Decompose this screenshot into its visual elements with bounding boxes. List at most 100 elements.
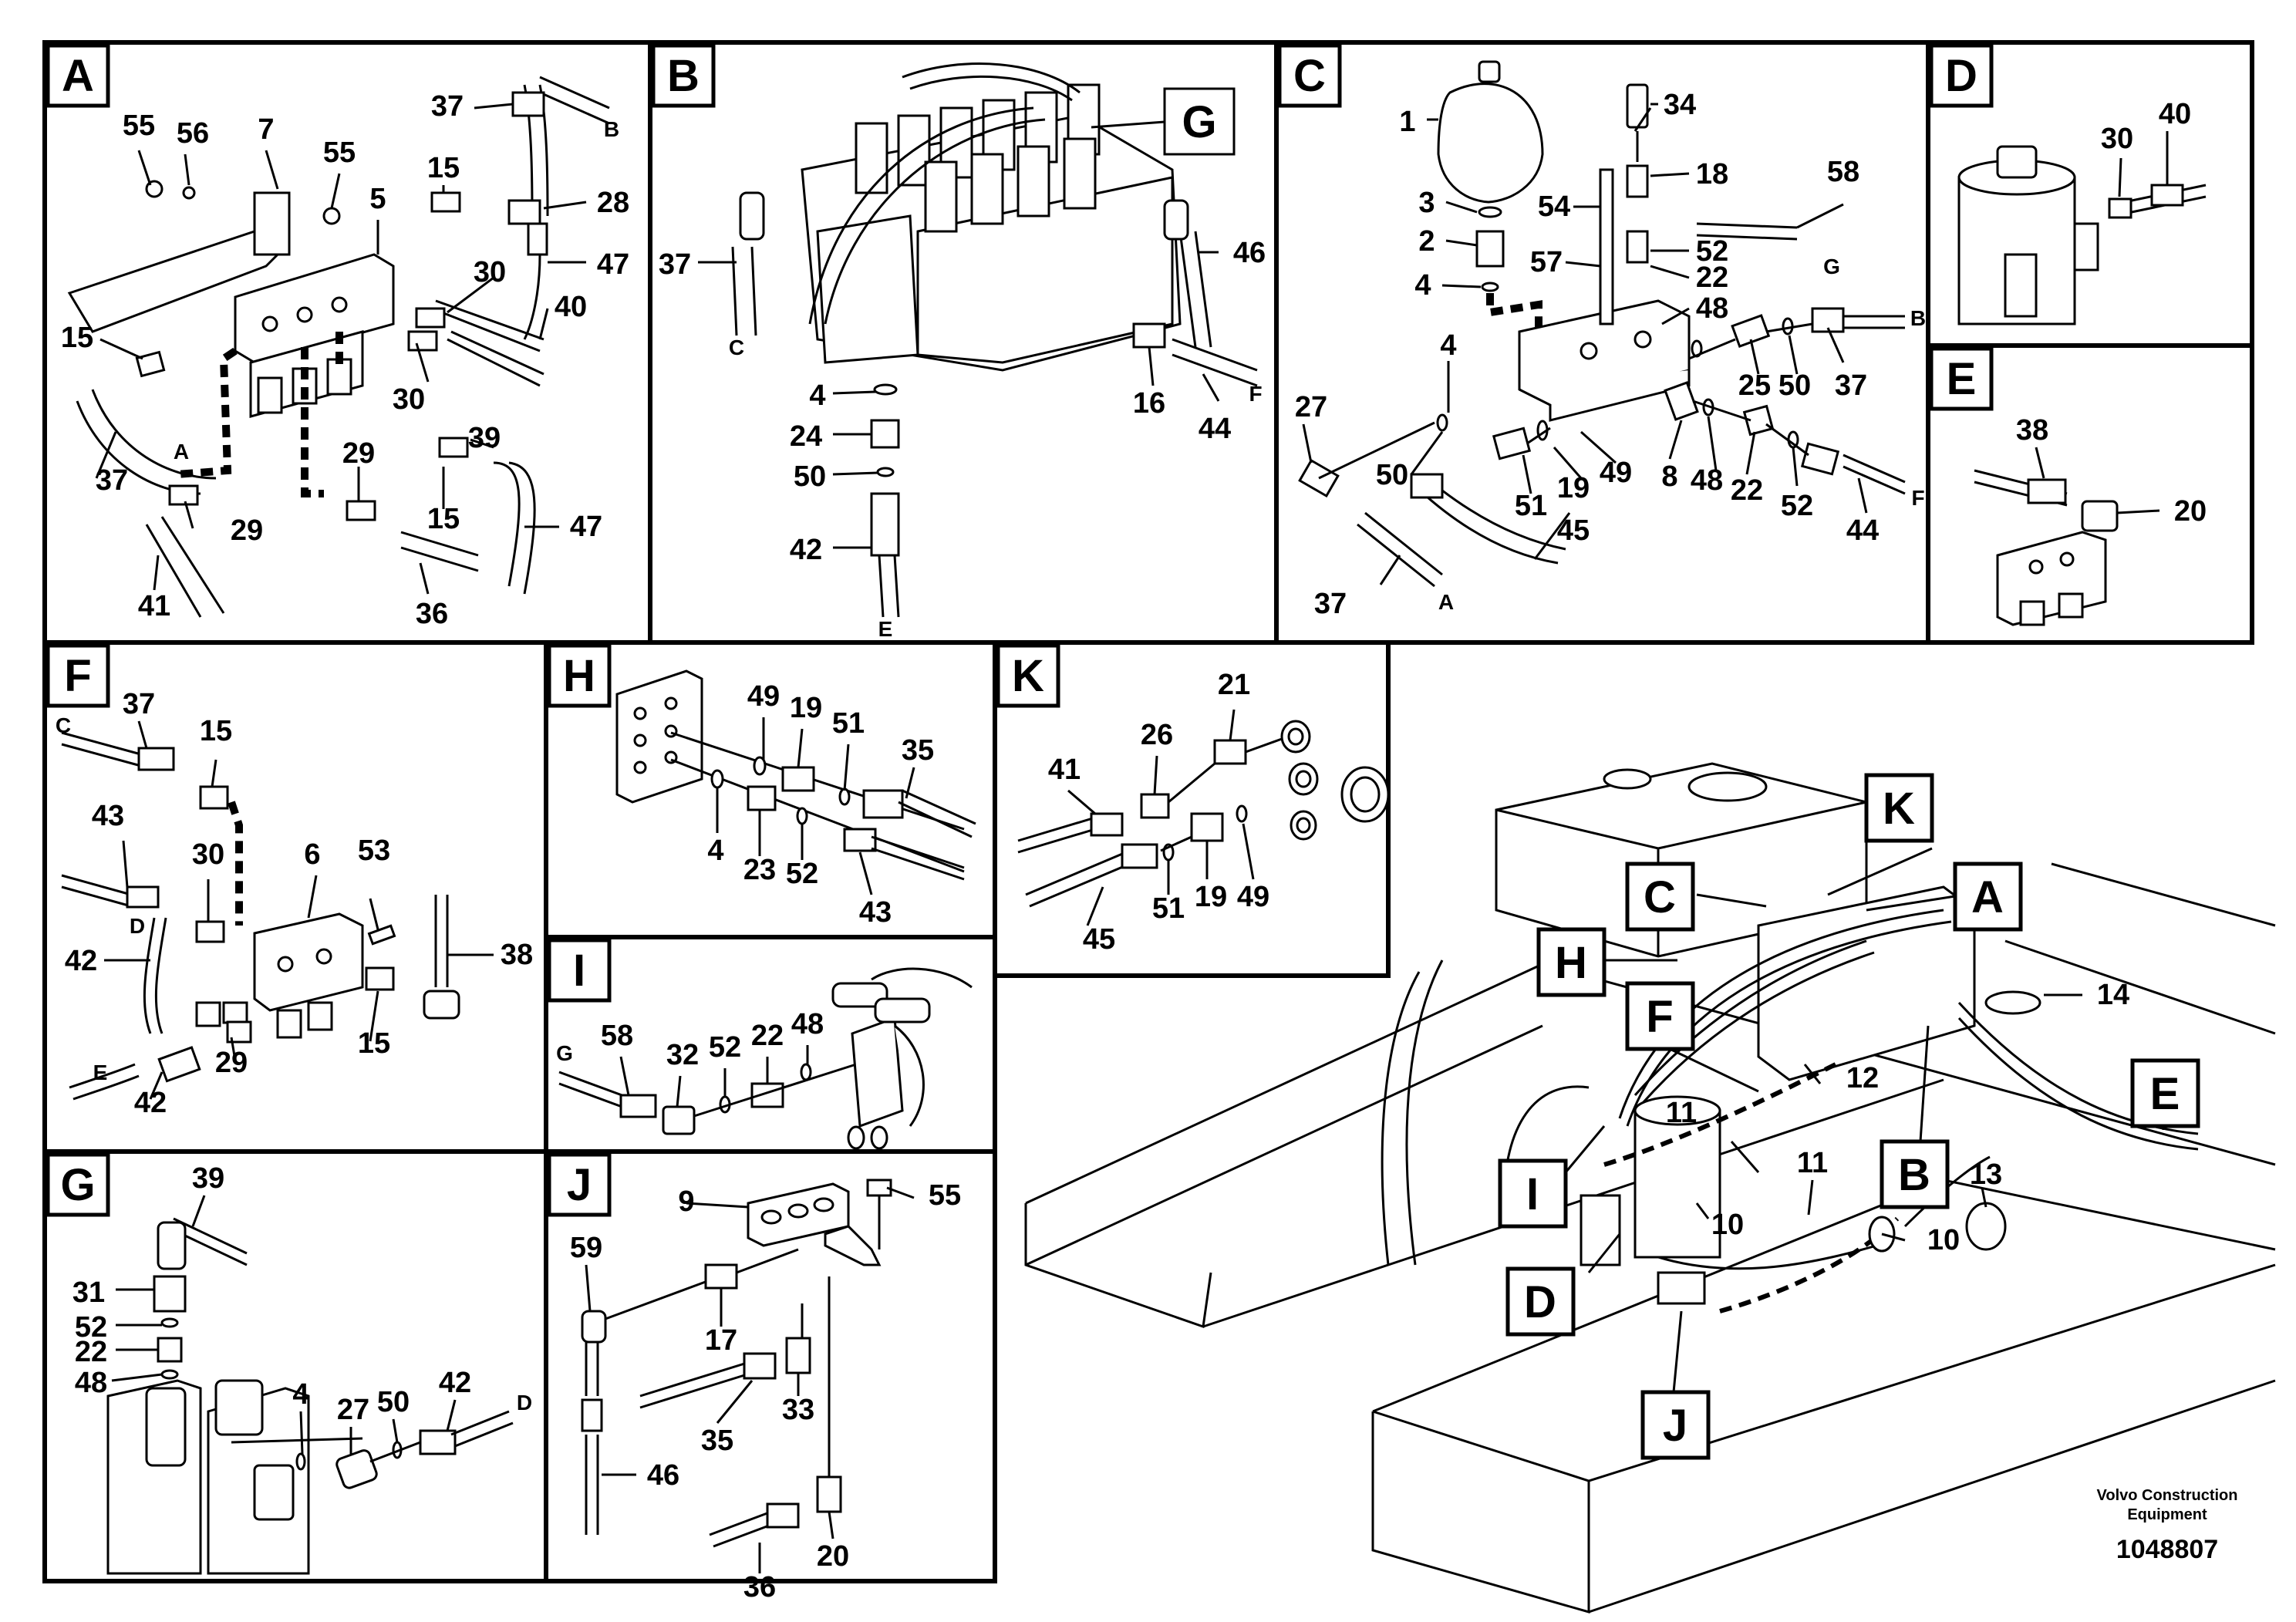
callout: 40 [555, 291, 587, 323]
callout: 35 [902, 734, 934, 767]
callout: 48 [75, 1367, 107, 1399]
panel-tag-e: E [1929, 346, 1994, 411]
callout: 34 [1664, 89, 1696, 121]
overview-tag-j: J [1640, 1390, 1711, 1460]
callout: 42 [134, 1087, 167, 1119]
panel-k-drawing: 21 26 41 45 51 19 49 [1017, 669, 1390, 956]
callout: 52 [1781, 490, 1813, 522]
hose-end-letter: A [174, 440, 189, 464]
callout: 36 [416, 598, 448, 630]
callout: 41 [138, 590, 170, 622]
callout: 30 [474, 256, 506, 288]
panel-f-drawing: 37 15 43 30 6 53 42 38 29 15 42 C D E [56, 688, 533, 1119]
callout: 46 [647, 1459, 679, 1492]
callout: 33 [782, 1394, 814, 1426]
callout: 13 [1970, 1158, 2002, 1191]
manufacturer-line1: Volvo Construction [2097, 1487, 2238, 1504]
panel-g-drawing: 39 31 52 22 48 4 27 50 42 D [72, 1162, 532, 1575]
overview-tag-h: H [1536, 927, 1607, 997]
panel-k-frame [993, 640, 1391, 978]
callout: 52 [786, 858, 818, 890]
overview-tag-d: D [1505, 1266, 1576, 1337]
center-swivel [1633, 1109, 1721, 1259]
callout: 41 [1048, 754, 1081, 786]
callout: 35 [701, 1425, 733, 1457]
callout: 29 [231, 514, 263, 547]
callout: 37 [431, 90, 464, 123]
callout: 29 [342, 437, 375, 470]
callout: 36 [743, 1571, 776, 1603]
hose-end-letter: E [93, 1061, 108, 1084]
callout: 52 [75, 1311, 107, 1344]
callout: 58 [601, 1020, 633, 1052]
panel-tag-a: A [46, 43, 110, 108]
panel-tag-j: J [547, 1152, 612, 1217]
callout: 21 [1218, 669, 1250, 701]
hose-end-letter: A [1438, 590, 1454, 614]
callout: 12 [1846, 1062, 1879, 1094]
callout: 40 [2159, 98, 2191, 130]
callout: 42 [790, 534, 822, 566]
callout: 49 [747, 680, 780, 713]
callout: 17 [705, 1324, 737, 1357]
callout: 57 [1530, 246, 1563, 278]
callout: 37 [1835, 369, 1867, 402]
svg-text:D: D [1945, 51, 1977, 101]
callout: 20 [817, 1540, 849, 1573]
callout: 45 [1083, 923, 1115, 956]
callout: 48 [1696, 292, 1728, 325]
hose-end-letter: C [56, 713, 71, 737]
callout: 23 [743, 854, 776, 886]
callout: 15 [200, 715, 232, 747]
callout: 9 [678, 1185, 694, 1218]
callout: 55 [929, 1179, 961, 1212]
callout: 43 [92, 800, 124, 832]
panel-tag-d: D [1929, 43, 1994, 108]
callout: 42 [439, 1367, 471, 1399]
callout: 55 [323, 137, 356, 169]
callout: 30 [192, 838, 224, 871]
callout: 4 [292, 1378, 308, 1411]
svg-text:I: I [1526, 1169, 1539, 1219]
svg-text:F: F [1646, 992, 1673, 1042]
callout: 8 [1661, 460, 1677, 493]
callout: 50 [794, 460, 826, 493]
callout: 15 [61, 322, 93, 354]
callout: 50 [377, 1386, 410, 1418]
callout: 24 [790, 420, 822, 453]
callout: 52 [709, 1031, 741, 1064]
panel-tag-k: K [996, 643, 1060, 708]
callout: 51 [1152, 892, 1185, 925]
callout: 53 [358, 835, 390, 867]
callout: 32 [666, 1039, 699, 1071]
callout: 15 [427, 503, 460, 535]
callout: 38 [501, 939, 533, 971]
accumulator-1 [1437, 83, 1544, 204]
callout: 14 [2097, 979, 2129, 1011]
svg-text:B: B [1898, 1150, 1930, 1200]
callout: 4 [1440, 329, 1456, 362]
port-plate [615, 669, 703, 804]
hose-end-letter: F [1249, 382, 1262, 406]
svg-text:J: J [1663, 1401, 1687, 1451]
callout: 19 [790, 692, 822, 724]
hose-end-letter: E [878, 617, 893, 641]
callout: 2 [1418, 225, 1435, 258]
svg-text:F: F [64, 651, 91, 701]
svg-text:J: J [567, 1160, 592, 1210]
svg-text:A: A [1971, 872, 2004, 922]
bracket-7 [67, 230, 280, 333]
hose-end-letter: C [729, 336, 744, 359]
callout: 19 [1557, 472, 1590, 504]
callout: 30 [393, 383, 425, 416]
callout: 48 [791, 1008, 824, 1040]
callout: 25 [1738, 369, 1771, 402]
svg-text:G: G [1182, 97, 1216, 147]
hose-end-letter: B [604, 117, 619, 141]
overview-tag-f: F [1625, 981, 1695, 1051]
panel-i-drawing: 58 32 52 22 48 G [556, 967, 973, 1150]
hose-end-letter: F [1911, 486, 1924, 510]
hose-end-letter: D [517, 1391, 532, 1415]
callout: 48 [1691, 464, 1723, 497]
